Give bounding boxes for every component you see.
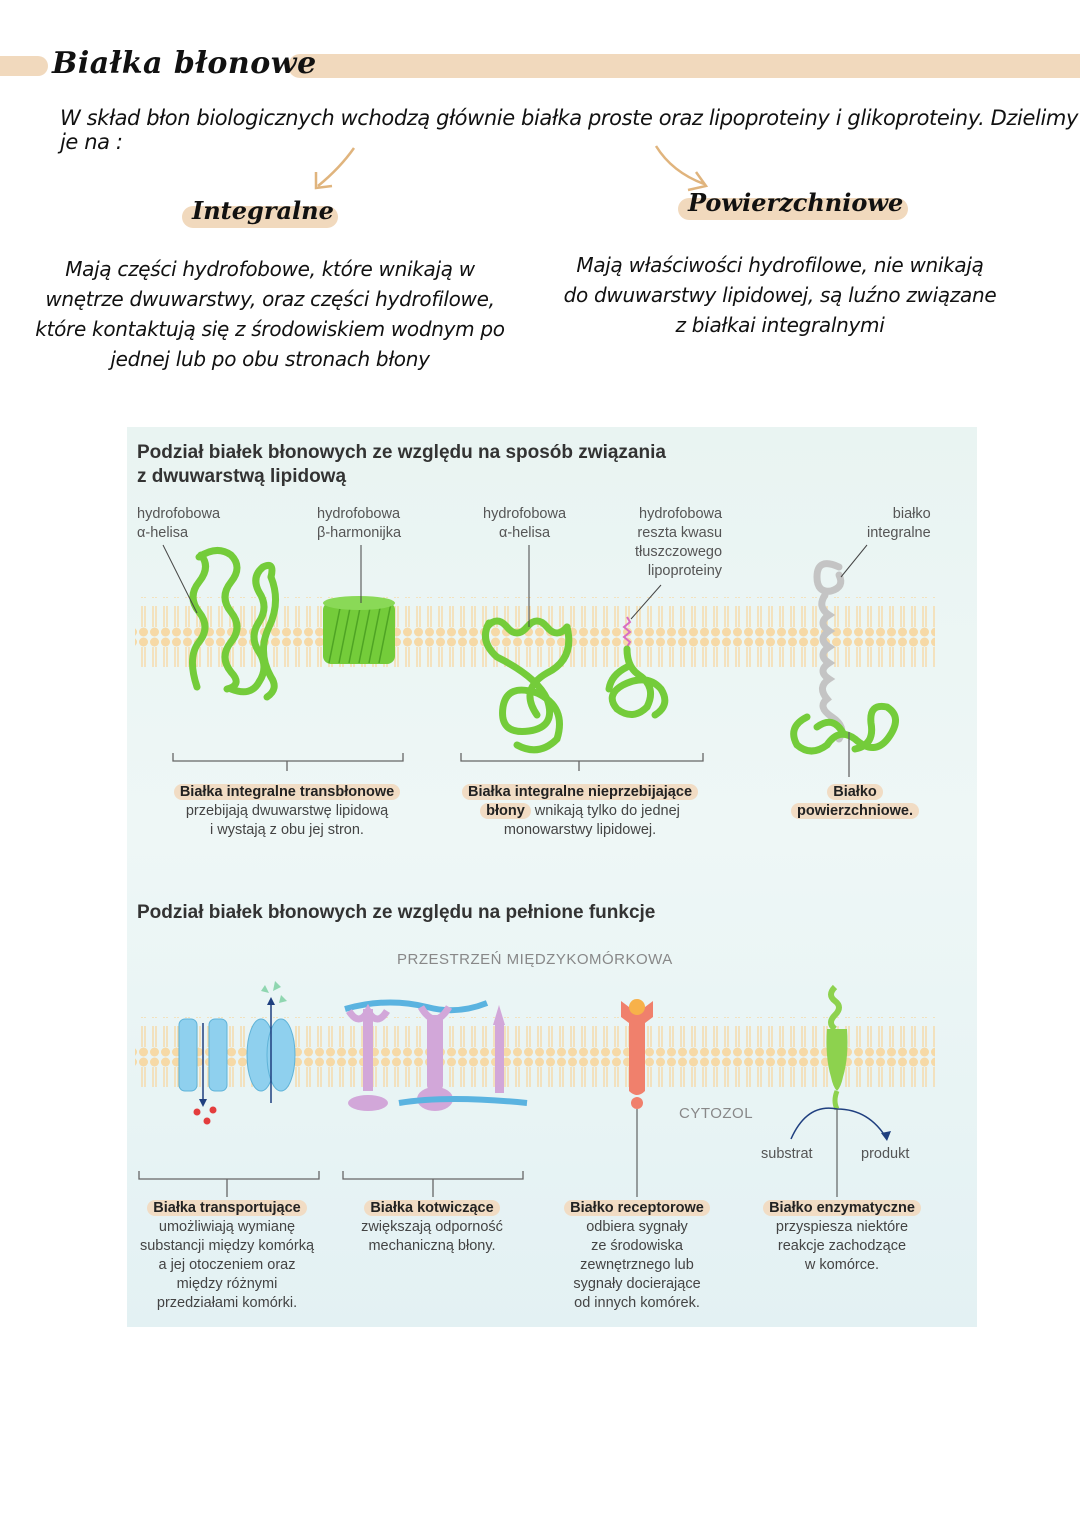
caption-enzyme: Białko enzymatyczne przyspiesza niektóre… xyxy=(747,1199,937,1275)
section1-heading-line: Podział białek błonowych ze względu na s… xyxy=(137,442,666,463)
label-line: lipoproteiny xyxy=(647,563,723,579)
label-integral-protein: białko integralne xyxy=(867,505,931,543)
peripheral-description: Mają właściwości hydrofilowe, nie wnikaj… xyxy=(540,250,1020,340)
caption-anchor: Białka kotwiczące zwiększają odporność m… xyxy=(343,1199,521,1256)
label-line: α-helisa xyxy=(137,525,189,541)
anchor-proteins xyxy=(344,999,528,1111)
cytosol-label: CYTOZOL xyxy=(679,1105,754,1122)
peripheral-line: Mają właściwości hydrofilowe, nie wnikaj… xyxy=(576,253,984,277)
caption-line: zwiększają odporność xyxy=(361,1219,503,1235)
caption-transmembrane: Białka integralne transbłonowe przebijaj… xyxy=(157,783,417,840)
label-fatty-acid: hydrofobowa reszta kwasu tłuszczowego li… xyxy=(635,505,722,581)
beta-barrel-protein xyxy=(323,596,395,664)
peripheral-heading: Powierzchniowe xyxy=(688,188,904,217)
substrate-label: substrat xyxy=(761,1146,813,1162)
carrier-protein xyxy=(246,981,296,1103)
caption-title: Białko xyxy=(827,784,883,800)
caption-title: Białko receptorowe xyxy=(564,1200,710,1216)
channel-protein xyxy=(178,1018,228,1125)
caption-line: od innych komórek. xyxy=(574,1295,700,1311)
caption-line: umożliwiają wymianę xyxy=(158,1219,296,1235)
group-brackets xyxy=(172,732,850,777)
label-alpha-helix-1: hydrofobowa α-helisa xyxy=(137,505,220,543)
section2-heading: Podział białek błonowych ze względu na p… xyxy=(137,902,656,923)
caption-line: przedziałami komórki. xyxy=(156,1295,298,1311)
integral-line: które kontaktują się z środowiskiem wodn… xyxy=(35,317,505,341)
caption-line: zewnętrznego lub xyxy=(580,1257,694,1273)
integral-and-peripheral-protein xyxy=(790,560,899,755)
caption-receptor: Białko receptorowe odbiera sygnały ze śr… xyxy=(547,1199,727,1313)
page-title: Białka błonowe xyxy=(52,46,317,81)
caption-line: monowarstwy lipidowej. xyxy=(503,822,657,838)
caption-title-cont: powierzchniowe. xyxy=(790,803,919,819)
caption-line: w komórce. xyxy=(804,1257,880,1273)
lipid-anchored-protein xyxy=(605,616,669,719)
caption-title: Białko enzymatyczne xyxy=(763,1200,921,1216)
caption-nonpenetrating: Białka integralne nieprzebijające błony … xyxy=(445,783,715,840)
section1-heading-line: z dwuwarstwą lipidową xyxy=(137,466,347,487)
label-alpha-helix-2: hydrofobowa α-helisa xyxy=(483,505,566,543)
label-line: białko xyxy=(892,506,931,522)
caption-title: Białka integralne transbłonowe xyxy=(173,784,401,800)
label-line: hydrofobowa xyxy=(137,506,221,522)
label-line: α-helisa xyxy=(498,525,551,541)
transmembrane-alpha-helix-protein xyxy=(189,547,279,701)
title-banner-left xyxy=(0,56,48,76)
caption-line: reakcje zachodzące xyxy=(777,1238,907,1254)
label-line: hydrofobowa xyxy=(639,506,723,522)
caption-line: sygnały docierające xyxy=(573,1276,701,1292)
caption-line: mechaniczną błony. xyxy=(368,1238,496,1254)
label-line: hydrofobowa xyxy=(483,506,567,522)
label-beta-sheet: hydrofobowa β-harmonijka xyxy=(317,505,401,543)
figure-graphics xyxy=(135,544,935,1197)
section1-heading: Podział białek błonowych ze względu na s… xyxy=(137,441,666,489)
extracellular-space-label: PRZESTRZEŃ MIĘDZYKOMÓRKOWA xyxy=(397,951,673,968)
label-line: hydrofobowa xyxy=(317,506,401,522)
caption-line: substancji między komórką xyxy=(139,1238,315,1254)
caption-line: przebijają dwuwarstwę lipidową xyxy=(185,803,389,819)
caption-line: i wystają z obu jej stron. xyxy=(210,822,364,838)
integral-line: jednej lub po obu stronach błony xyxy=(110,347,430,371)
label-leader-lines xyxy=(162,544,868,627)
caption-surface: Białko powierzchniowe. xyxy=(775,783,935,821)
caption-line: przyspiesza niektóre xyxy=(775,1219,909,1235)
enzyme-protein xyxy=(790,984,891,1197)
monotopic-alpha-helix-protein xyxy=(481,617,573,754)
membrane-proteins-figure: Podział białek błonowych ze względu na s… xyxy=(127,427,977,1327)
label-line: β-harmonijka xyxy=(317,525,402,541)
caption-line: błony wnikają tylko do jednej xyxy=(445,802,715,821)
integral-line: wnętrze dwuwarstwy, oraz części hydrofil… xyxy=(45,287,495,311)
label-line: reszta kwasu xyxy=(637,525,723,541)
caption-title-cont: błony xyxy=(480,803,531,819)
intro-text: W skład błon biologicznych wchodzą główn… xyxy=(60,106,1078,154)
peripheral-line: z białkai integralnymi xyxy=(675,313,885,337)
peripheral-heading-pill xyxy=(678,198,908,220)
caption-title: Białka integralne nieprzebijające xyxy=(461,784,699,800)
caption-line: odbiera sygnały xyxy=(586,1219,688,1235)
integral-description: Mają części hydrofobowe, które wnikają w… xyxy=(20,254,520,374)
caption-title: Białka kotwiczące xyxy=(364,1200,500,1216)
division-arrows xyxy=(314,145,709,192)
title-banner-right xyxy=(288,54,1080,78)
integral-heading: Integralne xyxy=(192,196,334,225)
label-line: integralne xyxy=(867,525,931,541)
caption-title: Białka transportujące xyxy=(147,1200,307,1216)
caption-line-rest: wnikają tylko do jednej xyxy=(530,803,680,819)
label-line: tłuszczowego xyxy=(635,544,723,560)
title-banner xyxy=(0,50,1080,82)
group-brackets xyxy=(138,1171,524,1197)
receptor-protein xyxy=(621,999,653,1197)
peripheral-line: do dwuwarstwy lipidowej, są luźno związa… xyxy=(563,283,997,307)
integral-line: Mają części hydrofobowe, które wnikają w xyxy=(65,257,475,281)
integral-heading-pill xyxy=(182,206,338,228)
caption-line: między różnymi xyxy=(176,1276,278,1292)
product-label: produkt xyxy=(861,1146,910,1162)
caption-transport: Białka transportujące umożliwiają wymian… xyxy=(129,1199,325,1313)
caption-line: a jej otoczeniem oraz xyxy=(158,1257,296,1273)
caption-line: ze środowiska xyxy=(591,1238,683,1254)
